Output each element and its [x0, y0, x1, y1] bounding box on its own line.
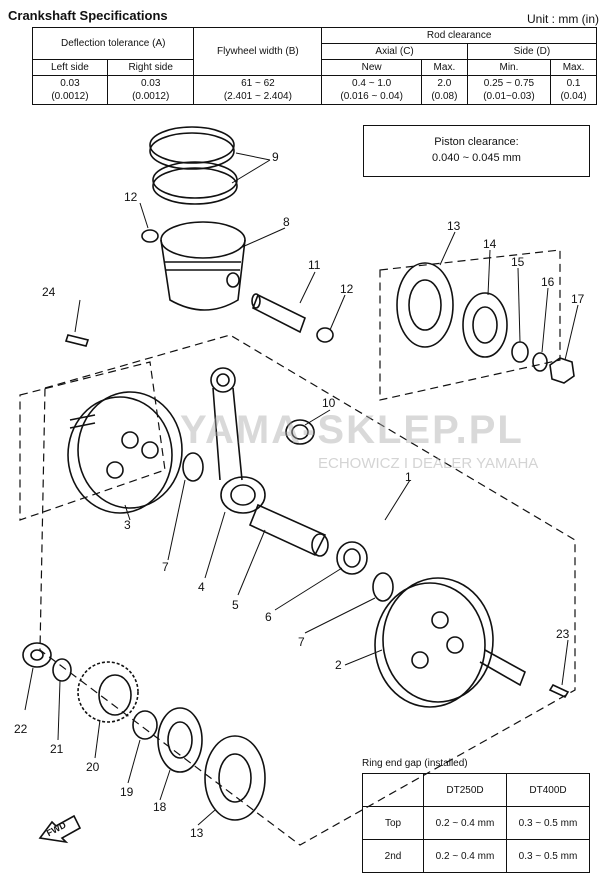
callout-13-bottom: 13: [190, 826, 204, 840]
flywheel-value: 61 ~ 62(2.401 ~ 2.404): [193, 75, 323, 105]
callout-22: 22: [14, 722, 28, 736]
callout-8: 8: [283, 215, 290, 229]
unit-label: Unit : mm (in): [527, 12, 599, 26]
thrust-washer-left: [182, 452, 204, 482]
callout-4: 4: [198, 580, 205, 594]
left-side-value: 0.03(0.0012): [32, 75, 108, 105]
main-bearing-left: [204, 735, 266, 821]
fwd-arrow-icon: [38, 814, 82, 844]
o-ring: [132, 710, 158, 740]
callout-24: 24: [42, 285, 56, 299]
lock-washer: [532, 352, 548, 372]
small-end-bearing: [285, 419, 315, 445]
piston-clearance-value: 0.040 ~ 0.045 mm: [432, 152, 521, 164]
bearing-dashed-outline: [379, 249, 561, 401]
piston-ring-top: [149, 126, 235, 164]
callout-14: 14: [483, 237, 497, 251]
piston-clearance-box: Piston clearance: 0.040 ~ 0.045 mm: [363, 125, 590, 177]
connecting-rod-small-end: [210, 367, 236, 393]
watermark-subtitle: ECHOWICZ I DEALER YAMAHA: [318, 455, 539, 472]
ring-gap-title: Ring end gap (installed): [362, 758, 468, 769]
callout-12-right: 12: [340, 282, 354, 296]
axial-new-value: 0.4 ~ 1.0(0.016 ~ 0.04): [321, 75, 422, 105]
page-title: Crankshaft Specifications: [8, 8, 168, 23]
oil-seal-left: [157, 707, 203, 773]
callout-15: 15: [511, 255, 525, 269]
right-side-value: 0.03(0.0012): [106, 75, 195, 105]
callout-7-left: 7: [162, 560, 169, 574]
side-max-value: 0.1(0.04): [550, 75, 597, 105]
ring-gap-corner: [362, 773, 424, 807]
piston-pin-clip-left: [141, 229, 159, 243]
big-end-bearing: [336, 541, 368, 575]
callout-21: 21: [50, 742, 64, 756]
table-row: Top 0.2 ~ 0.4 mm 0.3 ~ 0.5 mm: [362, 806, 590, 840]
main-bearing-right: [396, 262, 454, 348]
oil-seal-right: [462, 292, 508, 358]
callout-6: 6: [265, 610, 272, 624]
thrust-washer-right: [372, 572, 394, 602]
woodruff-key: [548, 683, 570, 699]
callout-13-top: 13: [447, 219, 461, 233]
crank-wheel-right: [382, 577, 494, 703]
nut-left: [22, 642, 52, 668]
ring-gap-col-dt400d: DT400D: [506, 773, 590, 807]
callout-10: 10: [322, 396, 336, 410]
piston-top: [160, 221, 246, 259]
watermark-title: YAMA-SKLEP.PL: [180, 408, 524, 452]
callout-19: 19: [120, 785, 134, 799]
crank-pin: [248, 503, 327, 557]
callout-16: 16: [541, 275, 555, 289]
callout-20: 20: [86, 760, 100, 774]
ring-gap-table: DT250D DT400D Top 0.2 ~ 0.4 mm 0.3 ~ 0.5…: [362, 773, 590, 873]
table-row: 2nd 0.2 ~ 0.4 mm 0.3 ~ 0.5 mm: [362, 839, 590, 873]
callout-1: 1: [405, 470, 412, 484]
callout-9: 9: [272, 150, 279, 164]
callout-7-right: 7: [298, 635, 305, 649]
callout-23: 23: [556, 627, 570, 641]
washer-21: [52, 658, 72, 682]
callout-5: 5: [232, 598, 239, 612]
piston-pin-clip-right: [316, 327, 334, 343]
piston-clearance-label: Piston clearance:: [434, 136, 519, 148]
crankshaft-spec-table: Deflection tolerance (A) Flywheel width …: [31, 27, 598, 105]
key-24: [64, 334, 90, 347]
side-min-value: 0.25 ~ 0.75(0.01~0.03): [466, 75, 552, 105]
crank-wheel-left: [77, 391, 183, 509]
left-dashed-outline: [19, 361, 166, 521]
flywheel-header: Flywheel width (B): [193, 27, 323, 76]
callout-18: 18: [153, 800, 167, 814]
piston-pin: [251, 293, 306, 334]
spacer: [511, 341, 529, 363]
callout-3: 3: [124, 518, 131, 532]
callout-11: 11: [308, 258, 321, 272]
callout-12-left: 12: [124, 190, 138, 204]
primary-drive-gear: [77, 661, 139, 723]
callout-17: 17: [571, 292, 585, 306]
ring-gap-col-dt250d: DT250D: [423, 773, 507, 807]
callout-2: 2: [335, 658, 342, 672]
nut-right: [549, 357, 575, 384]
